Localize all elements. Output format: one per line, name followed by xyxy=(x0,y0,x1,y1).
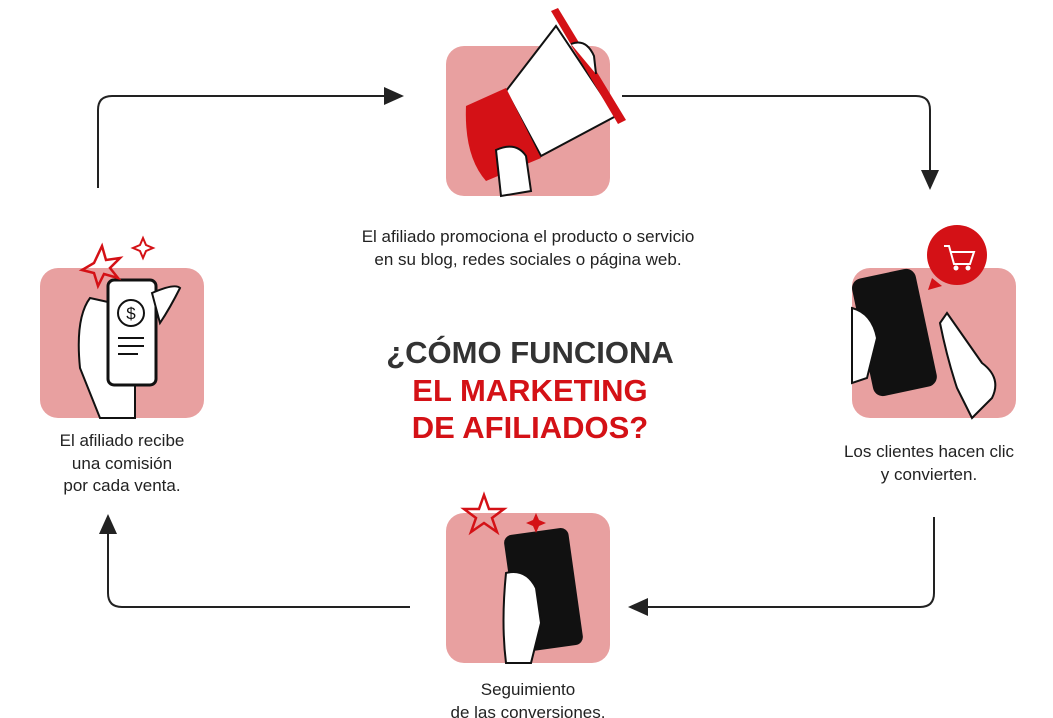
step-card-promote xyxy=(446,8,626,198)
step-card-tracking xyxy=(446,491,610,664)
arrowhead xyxy=(921,170,939,190)
arrowhead xyxy=(99,514,117,534)
arrow-right-to-bottom xyxy=(642,517,935,608)
phone-star-icon xyxy=(460,491,583,664)
caption-line: El afiliado recibe xyxy=(59,431,185,450)
step-card-click xyxy=(851,225,1016,420)
arrowhead xyxy=(628,598,648,616)
arrow-left-to-top xyxy=(97,95,390,188)
step-card-commission: $ xyxy=(40,235,204,419)
caption-line: de las conversiones. xyxy=(450,702,606,718)
megaphone-icon xyxy=(465,8,626,198)
caption-line: por cada venta. xyxy=(63,476,181,495)
caption-line: El afiliado promociona el producto o ser… xyxy=(361,227,695,246)
arrowhead xyxy=(384,87,404,105)
step-caption-promote: El afiliado promociona el producto o ser… xyxy=(278,226,778,271)
arrow-bottom-to-left xyxy=(107,528,410,608)
page-title: ¿CÓMO FUNCIONA EL MARKETING DE AFILIADOS… xyxy=(340,334,720,447)
title-line-2: EL MARKETING xyxy=(412,372,648,408)
phone-dollar-icon: $ xyxy=(77,235,182,419)
step-caption-click: Los clientes hacen clic y convierten. xyxy=(809,441,1049,486)
arrow-top-to-right xyxy=(622,95,931,176)
caption-line: y convierten. xyxy=(880,464,978,484)
caption-line: en su blog, redes sociales o página web. xyxy=(374,249,682,269)
phone-cart-icon xyxy=(851,225,997,420)
caption-line: una comisión xyxy=(71,453,173,473)
caption-line: Los clientes hacen clic xyxy=(843,442,1015,461)
step-caption-tracking: Seguimiento de las conversiones. xyxy=(378,679,678,718)
caption-line: Seguimiento xyxy=(480,680,576,699)
step-caption-commission: El afiliado recibe una comisión por cada… xyxy=(2,430,242,498)
title-line-3: DE AFILIADOS? xyxy=(411,410,649,445)
svg-text:$: $ xyxy=(126,304,136,323)
title-line-1: ¿CÓMO FUNCIONA xyxy=(386,335,674,370)
